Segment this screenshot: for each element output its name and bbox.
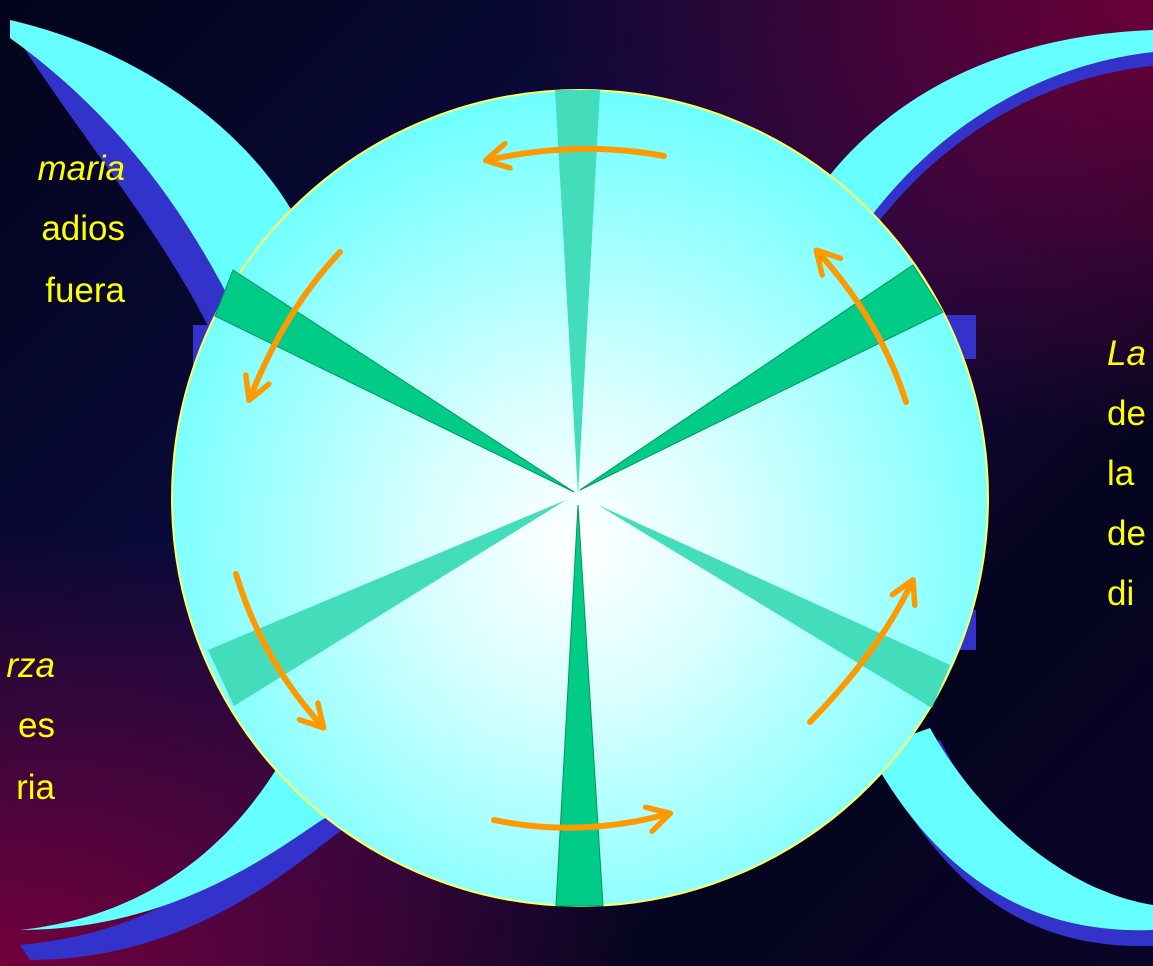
left-top-line-1: maria xyxy=(0,148,125,190)
left-bottom-line-1: rza xyxy=(0,645,55,687)
crescent-bottom-right xyxy=(868,728,1153,930)
right-line-2: de xyxy=(1107,393,1146,435)
right-line-4: de xyxy=(1107,513,1146,555)
right-line-3: la xyxy=(1107,453,1134,495)
left-bottom-line-2: es xyxy=(0,705,55,747)
right-line-1: La xyxy=(1107,333,1146,375)
left-top-line-3: fuera xyxy=(0,270,125,312)
left-bottom-line-3: ria xyxy=(0,767,55,809)
left-top-line-2: adios xyxy=(0,208,125,250)
right-line-5: di xyxy=(1107,573,1134,615)
